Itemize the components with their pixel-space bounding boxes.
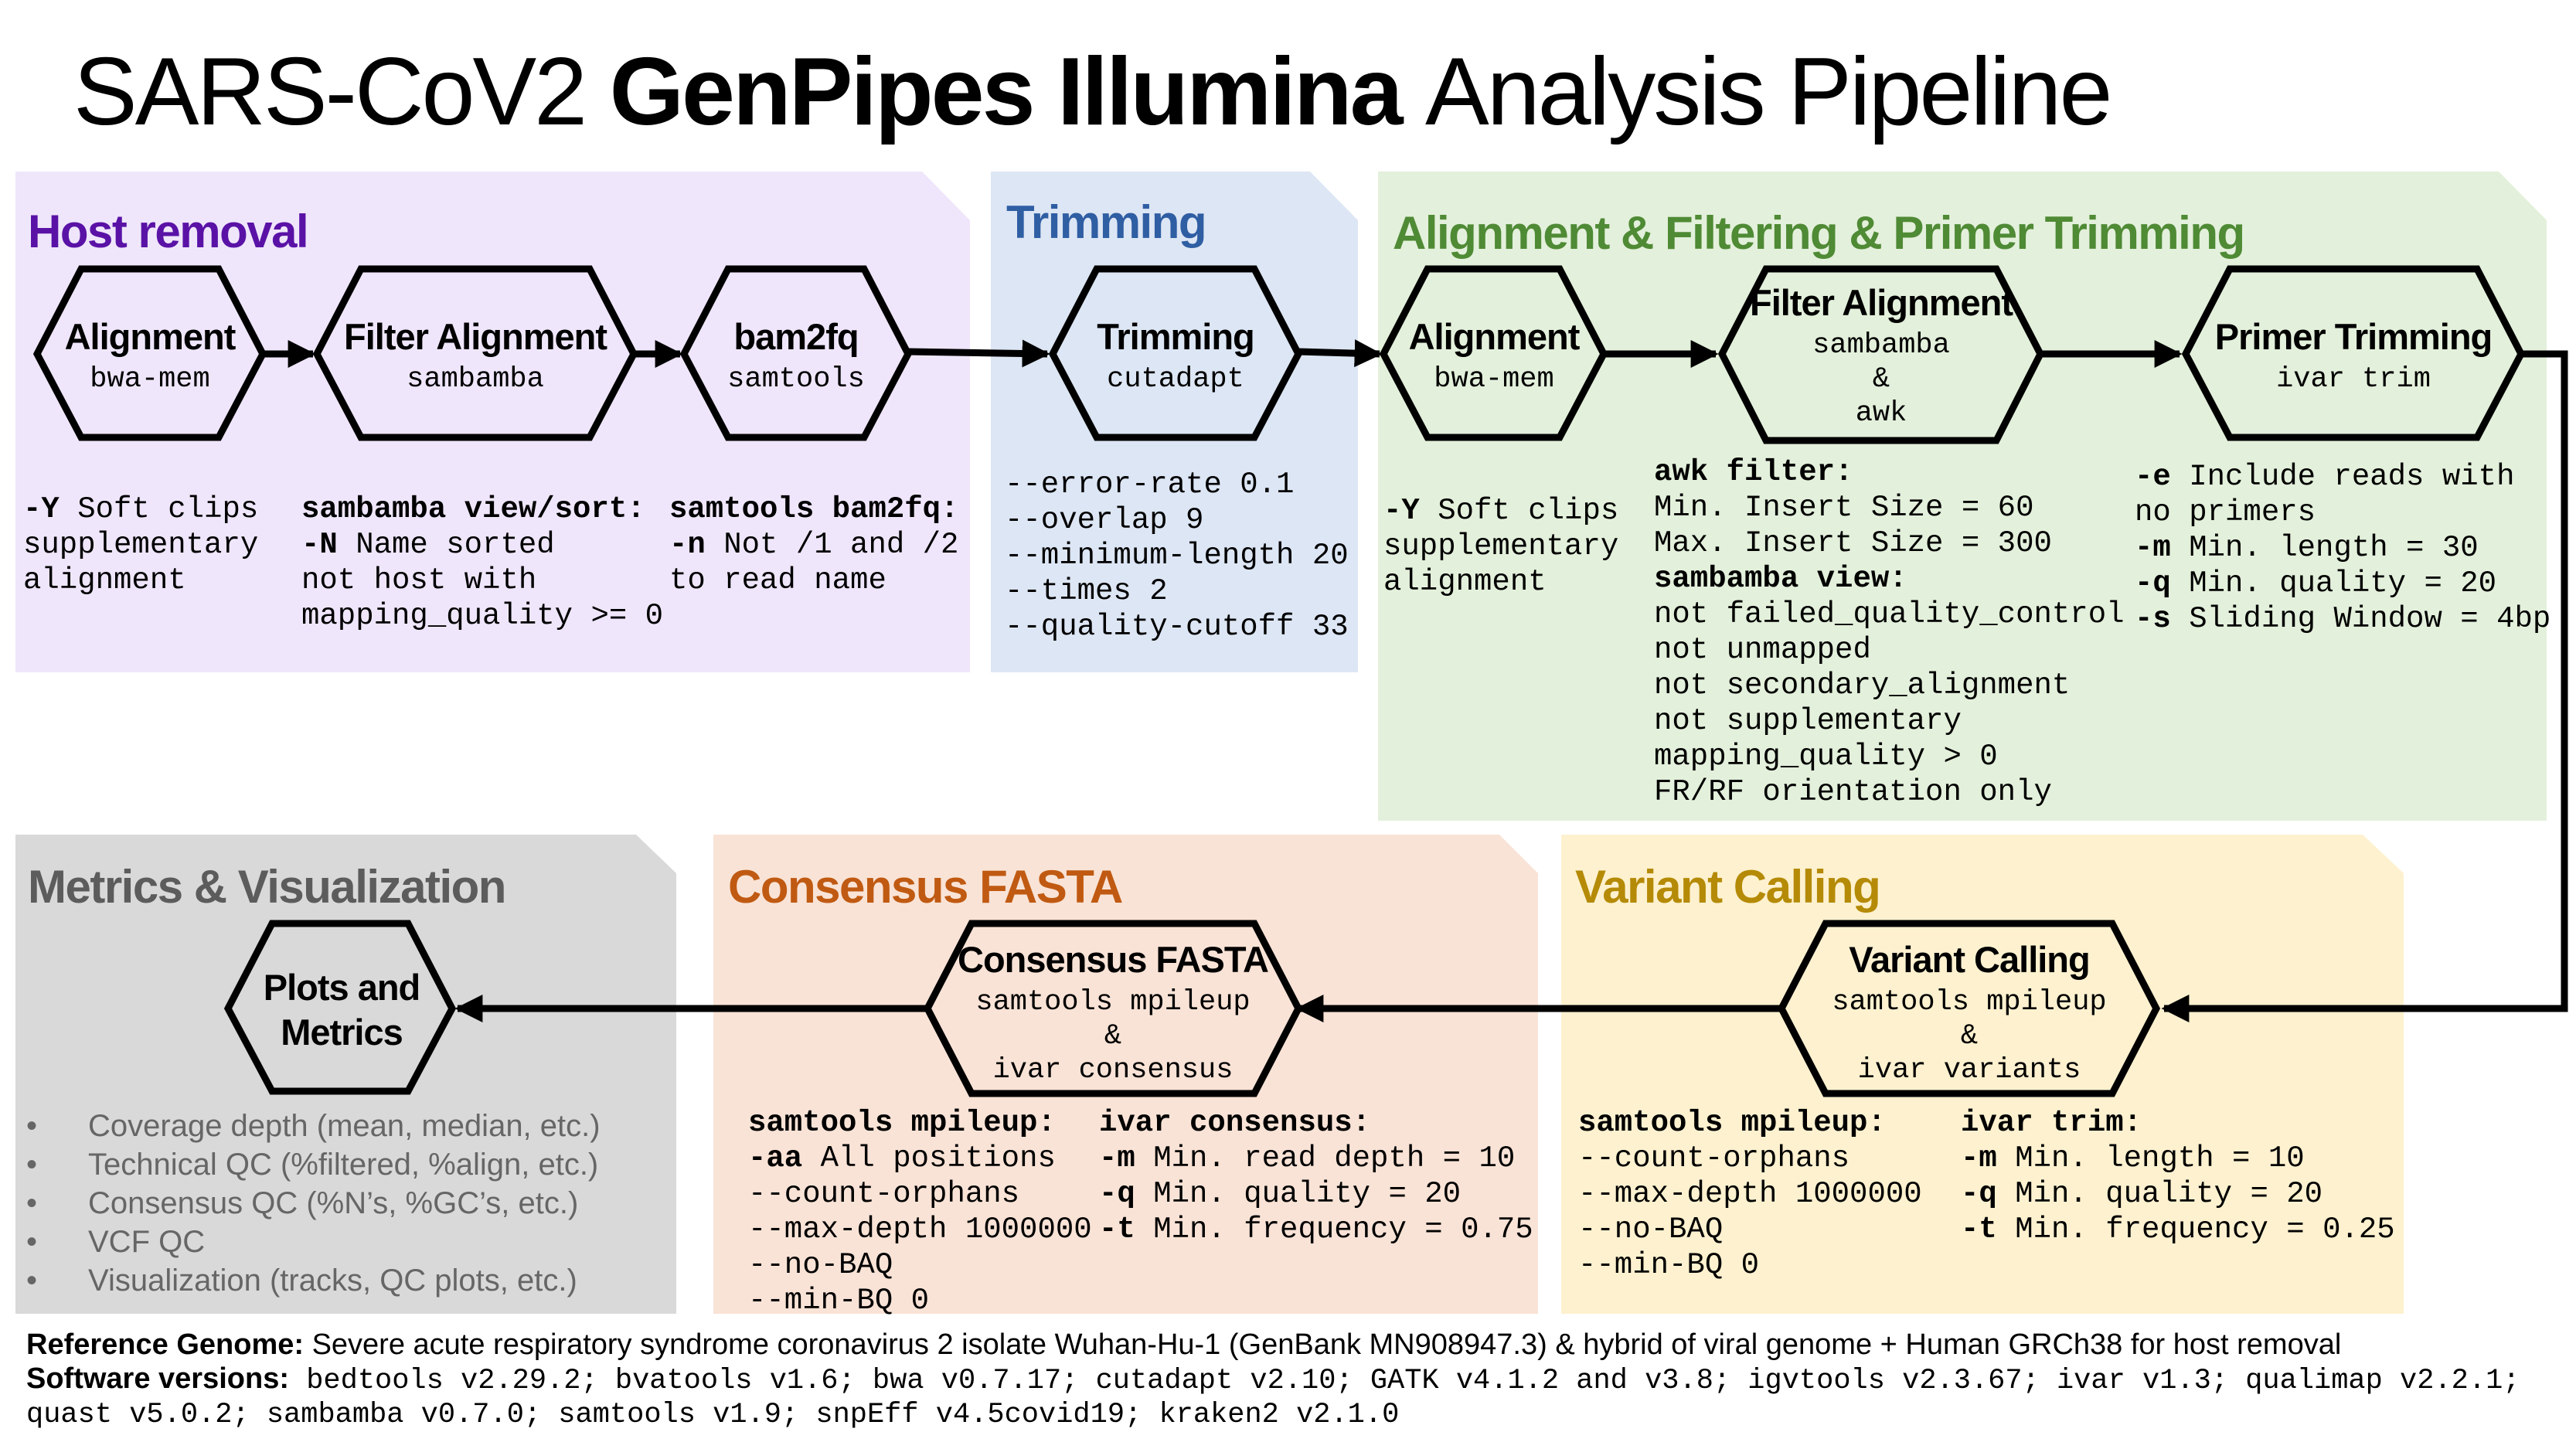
list-item: •VCF QC bbox=[26, 1225, 206, 1259]
node-sub: sambamba bbox=[1812, 329, 1950, 362]
node-plots-metrics: Plots and Metrics bbox=[223, 920, 457, 1095]
node-title: Trimming bbox=[1097, 316, 1254, 357]
node-sub: bwa-mem bbox=[1434, 363, 1553, 396]
node-sub: bwa-mem bbox=[90, 363, 209, 396]
list-item: •Visualization (tracks, QC plots, etc.) bbox=[26, 1264, 577, 1298]
list-item: •Technical QC (%filtered, %align, etc.) bbox=[26, 1148, 599, 1182]
node-sub: awk bbox=[1856, 397, 1907, 430]
panel-host-removal bbox=[15, 172, 970, 672]
list-item: •Coverage depth (mean, median, etc.) bbox=[26, 1109, 601, 1143]
node-sub: ivar consensus bbox=[993, 1054, 1234, 1087]
node-host-alignment: Alignment bwa-mem bbox=[32, 265, 267, 441]
variant-ivar-notes: ivar trim: -m Min. length = 10 -q Min. q… bbox=[1961, 1106, 2395, 1247]
node-sub: samtools mpileup bbox=[1832, 986, 2106, 1019]
node-sub: samtools mpileup bbox=[975, 986, 1250, 1019]
host-bam2fq-notes: samtools bam2fq: -n Not /1 and /2 to rea… bbox=[669, 492, 959, 597]
node-title: Consensus FASTA bbox=[958, 939, 1268, 980]
consensus-title: Consensus FASTA bbox=[728, 861, 1122, 913]
node-sub: & bbox=[1961, 1020, 1978, 1053]
trimming-notes: --error-rate 0.1 --overlap 9 --minimum-l… bbox=[1005, 468, 1349, 644]
arrow-primer-to-variant bbox=[2161, 350, 2568, 1022]
node-trimming: Trimming cutadapt bbox=[1048, 265, 1303, 441]
software-versions-line-2: quast v5.0.2; sambamba v0.7.0; samtools … bbox=[26, 1399, 1400, 1431]
panel-variant bbox=[1561, 835, 2404, 1314]
host-removal-title: Host removal bbox=[28, 206, 308, 257]
title-part1: SARS-CoV2 bbox=[73, 39, 587, 145]
node-title: Alignment bbox=[65, 316, 237, 357]
metrics-bullet-list: •Coverage depth (mean, median, etc.) •Te… bbox=[26, 1107, 601, 1300]
node-title: Primer Trimming bbox=[2215, 316, 2493, 357]
host-align-notes: -Y Soft clips supplementary alignment bbox=[23, 492, 259, 597]
node-title: Filter Alignment bbox=[1750, 282, 2013, 323]
node-sub: & bbox=[1104, 1020, 1121, 1053]
title-part3: Analysis Pipeline bbox=[1425, 39, 2112, 145]
page-title: SARS-CoV2 GenPipes Illumina Analysis Pip… bbox=[73, 37, 2112, 147]
variant-mpileup-notes: samtools mpileup: --count-orphans --max-… bbox=[1578, 1106, 1922, 1282]
node-sub: ivar trim bbox=[2276, 363, 2431, 396]
filter-notes: awk filter: Min. Insert Size = 60 Max. I… bbox=[1654, 455, 2125, 809]
alignment-title: Alignment & Filtering & Primer Trimming bbox=[1393, 207, 2244, 259]
node-filter-alignment: Filter Alignment sambamba & awk bbox=[1717, 265, 2045, 444]
node-primer-trimming: Primer Trimming ivar trim bbox=[2181, 265, 2526, 441]
reference-genome-line: Reference Genome: Severe acute respirato… bbox=[26, 1328, 2342, 1361]
node-title: Metrics bbox=[281, 1012, 403, 1053]
node-title: Plots and bbox=[264, 967, 420, 1008]
footer: Reference Genome: Severe acute respirato… bbox=[26, 1328, 2520, 1432]
node-sub: cutadapt bbox=[1107, 363, 1244, 396]
panel-alignment bbox=[1378, 172, 2547, 821]
arrow-trimming-to-alignment bbox=[1298, 339, 1383, 368]
title-part2: GenPipes Illumina bbox=[609, 39, 1404, 145]
node-sub: & bbox=[1873, 363, 1890, 396]
node-host-bam2fq: bam2fq samtools bbox=[679, 265, 913, 441]
metrics-title: Metrics & Visualization bbox=[28, 861, 505, 913]
node-title: Filter Alignment bbox=[344, 316, 607, 357]
node-title: bam2fq bbox=[733, 316, 858, 357]
alignment-notes: -Y Soft clips supplementary alignment bbox=[1383, 494, 1619, 599]
panel-metrics bbox=[15, 835, 676, 1314]
node-title: Variant Calling bbox=[1849, 939, 2089, 980]
variant-title: Variant Calling bbox=[1575, 861, 1880, 913]
arrow-bam2fq-to-trimming bbox=[907, 339, 1050, 368]
consensus-ivar-notes: ivar consensus: -m Min. read depth = 10 … bbox=[1099, 1106, 1533, 1247]
software-versions-line: Software versions: bedtools v2.29.2; bva… bbox=[26, 1362, 2520, 1397]
node-alignment: Alignment bwa-mem bbox=[1379, 265, 1608, 441]
node-variant-calling: Variant Calling samtools mpileup & ivar … bbox=[1777, 920, 2161, 1097]
list-item: •Consensus QC (%N’s, %GC’s, etc.) bbox=[26, 1186, 579, 1220]
node-host-filter-alignment: Filter Alignment sambamba bbox=[312, 265, 638, 441]
consensus-mpileup-notes: samtools mpileup: -aa All positions --co… bbox=[748, 1106, 1092, 1318]
node-sub: ivar variants bbox=[1858, 1054, 2081, 1087]
panel-consensus bbox=[713, 835, 1538, 1314]
node-consensus-fasta: Consensus FASTA samtools mpileup & ivar … bbox=[923, 920, 1303, 1097]
node-sub: samtools bbox=[727, 363, 865, 396]
node-title: Alignment bbox=[1409, 316, 1581, 357]
primer-notes: -e Include reads with no primers -m Min.… bbox=[2135, 460, 2551, 636]
trimming-title: Trimming bbox=[1006, 196, 1206, 248]
host-filter-notes: sambamba view/sort: -N Name sorted not h… bbox=[301, 492, 664, 633]
node-sub: sambamba bbox=[407, 363, 544, 396]
